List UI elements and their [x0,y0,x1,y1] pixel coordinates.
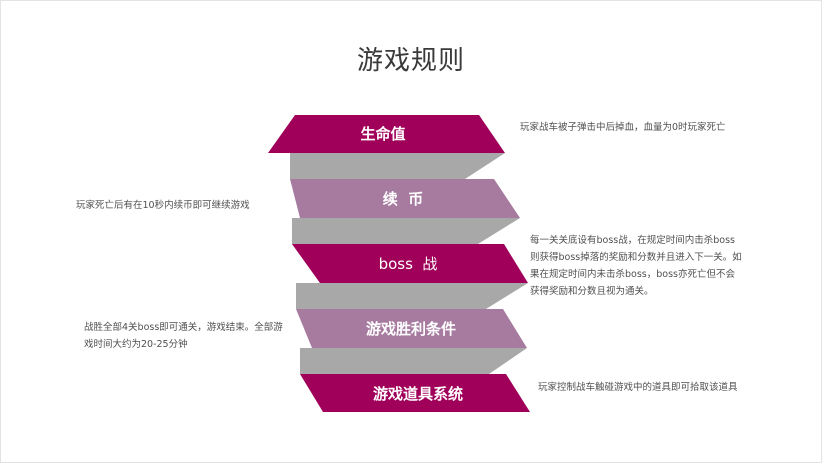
connector-4-5 [300,348,527,374]
ribbon-shape-1 [268,115,505,153]
step-5-label: 游戏道具系统 [372,385,463,403]
page-title: 游戏规则 [356,46,465,76]
step-1-label: 生命值 [360,125,406,143]
step-3-label: boss 战 [378,255,438,273]
step-2-description: 玩家死亡后有在10秒内续币即可继续游戏 [76,200,250,211]
connector-2-3 [292,218,520,244]
step-1-description: 玩家战车被子弹击中后掉血，血量为0时玩家死亡 [520,122,726,133]
step-4-description: 战胜全部4关boss即可通关，游戏结束。全部游戏时间大约为20-25分钟 [84,322,283,350]
step-5-description: 玩家控制战车触碰游戏中的道具即可拾取该道具 [538,382,738,393]
step-2-label: 续 币 [382,190,424,208]
step-4-label: 游戏胜利条件 [365,320,456,338]
ribbon-shape-5 [300,374,530,412]
step-3-description: 每一关关底设有boss战，在规定时间内击杀boss则获得boss掉落的奖励和分数… [530,235,742,297]
ribbon-shape-4 [296,309,527,348]
ribbon-shape-2 [290,179,520,218]
connector-3-4 [296,283,528,309]
ribbon-shape-3 [292,244,528,283]
connector-1-2 [290,153,505,179]
